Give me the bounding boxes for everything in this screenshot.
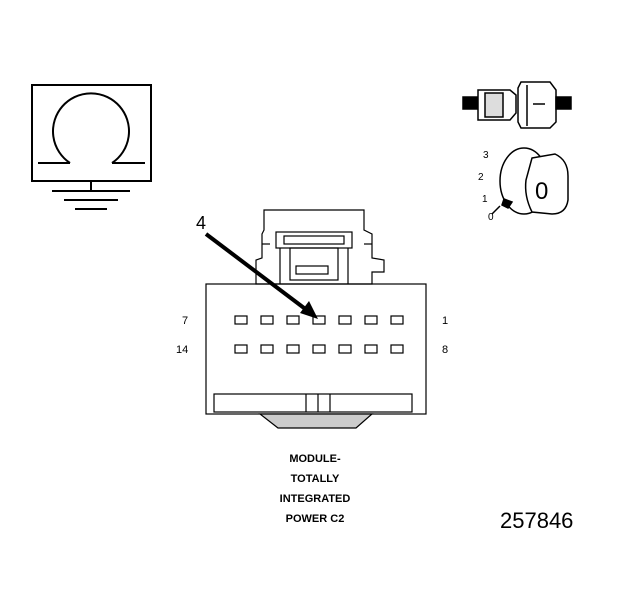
key-position-1: 1 (482, 194, 488, 205)
key-position-3: 3 (483, 150, 489, 161)
pin-label-1: 1 (442, 315, 448, 327)
ignition-key-icon (491, 147, 569, 215)
caption-line-2: TOTALLY (290, 473, 340, 485)
pin-cavity (260, 315, 274, 325)
key-position-2: 2 (478, 172, 484, 183)
pin-cavities (234, 315, 404, 354)
pin-label-8: 8 (442, 344, 448, 356)
ground-symbol-icon (31, 84, 152, 210)
pin-cavity (364, 315, 378, 325)
pin-cavity (286, 344, 300, 354)
connector-plug-icon (462, 81, 572, 129)
key-label: 0 (535, 178, 548, 205)
pin-cavity (338, 344, 352, 354)
pin-cavity (234, 315, 248, 325)
caption-line-3: INTEGRATED (279, 493, 351, 505)
caption-line-4: POWER C2 (285, 513, 345, 525)
callout-number: 4 (196, 213, 206, 233)
pin-cavity (338, 315, 352, 325)
pin-label-7: 7 (182, 315, 188, 327)
pin-cavity (312, 344, 326, 354)
pin-cavity (312, 315, 326, 325)
pin-cavity (260, 344, 274, 354)
pin-cavity (390, 315, 404, 325)
key-position-0: 0 (488, 212, 494, 223)
pin-label-14: 14 (176, 344, 188, 356)
document-number: 257846 (500, 508, 574, 533)
connector-body (205, 209, 427, 429)
caption-line-1: MODULE- (289, 453, 341, 465)
callout-arrow (204, 232, 318, 319)
pin-cavity (364, 344, 378, 354)
pin-cavity (234, 344, 248, 354)
pin-cavity (286, 315, 300, 325)
pin-cavity (390, 344, 404, 354)
